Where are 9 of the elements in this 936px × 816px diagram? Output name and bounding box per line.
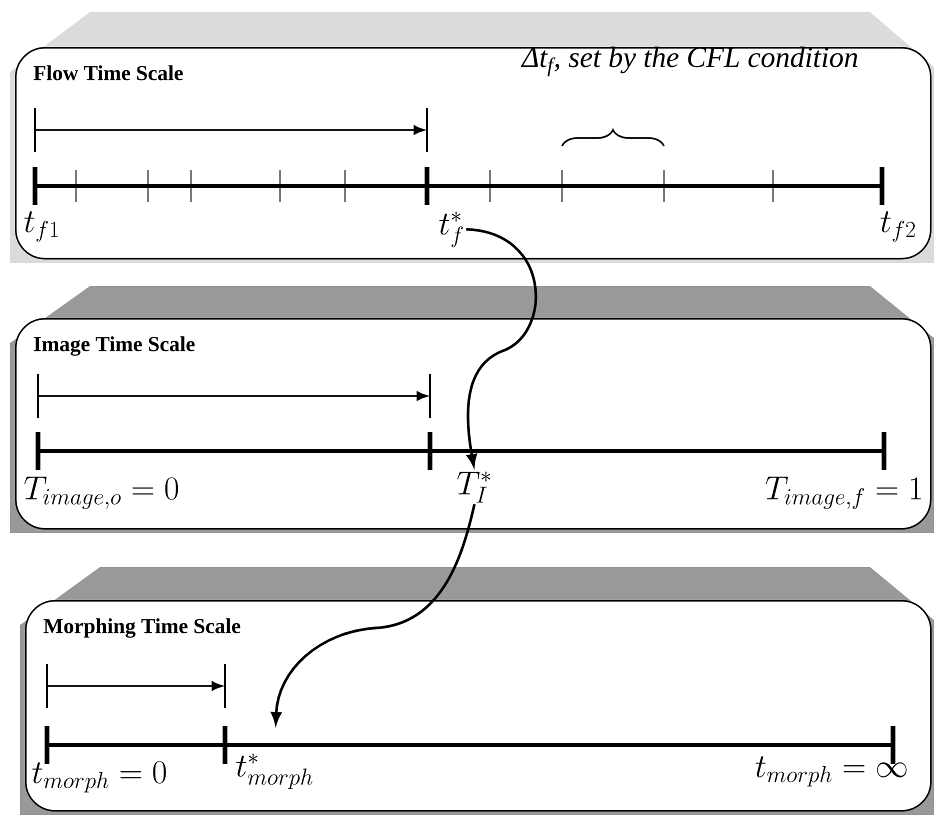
time-label: $T_I^*$ xyxy=(457,472,490,503)
time-label: $t_f^*$ xyxy=(439,212,463,248)
time-label: $t_{f2}$ xyxy=(880,211,915,242)
time-label: $t_{morph} = \infty$ xyxy=(756,756,907,786)
time-label: $T_{image,o} = 0$ xyxy=(24,476,178,509)
time-label: $t_{morph}^*$ xyxy=(236,754,312,790)
time-label: $t_{morph} = 0$ xyxy=(32,761,166,792)
time-label: $t_{f1}$ xyxy=(24,211,58,242)
time-label: $T_{image,f} = 1$ xyxy=(766,476,921,509)
